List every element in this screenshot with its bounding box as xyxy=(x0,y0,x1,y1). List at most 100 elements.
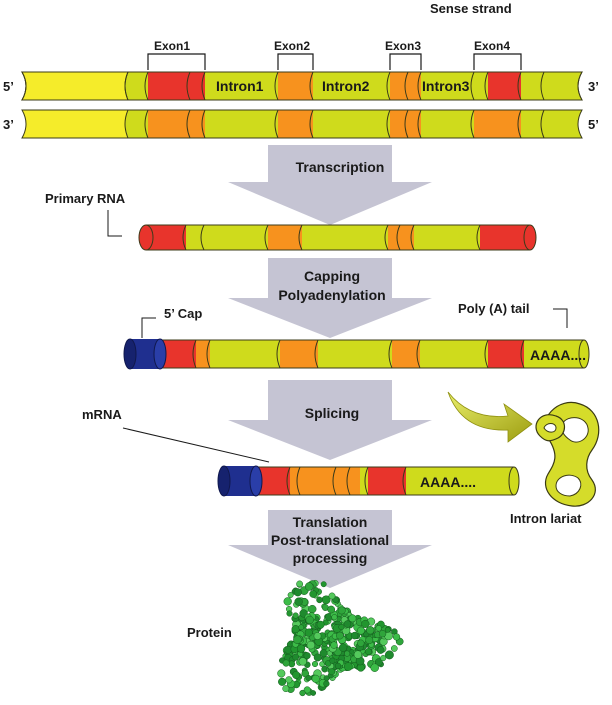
protein-bead xyxy=(329,657,336,664)
protein-bead xyxy=(305,674,312,682)
intron1-label: Intron1 xyxy=(216,78,264,94)
protein-bead xyxy=(304,628,313,637)
protein-bead xyxy=(282,659,290,667)
capped-rna-strand xyxy=(160,339,590,369)
protein-bead xyxy=(308,604,317,614)
intron3-label: Intron3 xyxy=(422,78,470,94)
transcription-label: Transcription xyxy=(296,159,385,175)
protein-bead xyxy=(327,605,336,614)
protein-bead xyxy=(304,582,314,591)
protein-bead xyxy=(343,662,353,671)
protein-bead xyxy=(357,639,365,647)
protein-bead xyxy=(375,625,382,632)
splicing-arrow xyxy=(228,380,432,460)
cap-cylinder-2 xyxy=(217,465,263,497)
protein-bead xyxy=(353,650,363,659)
protein-bead xyxy=(294,597,303,606)
poly-a-seq-1: AAAA.... xyxy=(530,347,586,363)
dna-antisense-strand xyxy=(21,109,583,139)
protein-bead xyxy=(313,653,322,662)
protein-bead xyxy=(374,658,383,667)
protein-bead xyxy=(285,676,293,684)
protein-bead xyxy=(361,619,370,628)
protein-bead xyxy=(323,680,330,687)
protein-bead xyxy=(277,669,286,678)
protein-bead xyxy=(337,606,346,615)
protein-bead xyxy=(323,675,330,682)
capping-label: Capping xyxy=(304,268,360,284)
strand2-3prime: 3’ xyxy=(3,117,14,132)
protein-bead xyxy=(328,668,336,676)
protein-bead xyxy=(286,610,293,617)
protein-bead xyxy=(338,643,348,652)
exon-brackets xyxy=(147,53,522,70)
polyadenylation-label: Polyadenylation xyxy=(278,287,385,303)
sense-strand-label: Sense strand xyxy=(430,1,512,16)
dna-sense-strand xyxy=(21,71,583,101)
protein-bead xyxy=(316,596,323,604)
protein-bead xyxy=(357,626,365,635)
lariat-arrow xyxy=(447,391,533,443)
protein-bead xyxy=(311,660,319,668)
protein-bead xyxy=(309,590,318,598)
poly-a-leader xyxy=(553,308,568,328)
intron-lariat-icon xyxy=(535,401,600,507)
protein-bead xyxy=(301,669,310,678)
protein-bead xyxy=(303,686,311,694)
protein-bead xyxy=(292,653,300,661)
primary-rna-label: Primary RNA xyxy=(45,191,126,206)
protein-globule-icon xyxy=(277,579,404,697)
protein-bead xyxy=(296,580,303,588)
protein-bead xyxy=(328,592,336,600)
protein-bead xyxy=(365,636,374,645)
capping-arrow xyxy=(228,258,432,338)
protein-bead xyxy=(313,632,322,640)
strand2-5prime: 5’ xyxy=(588,117,599,132)
primary-rna-strand xyxy=(138,224,537,251)
protein-bead xyxy=(392,633,401,641)
poly-a-seq-2: AAAA.... xyxy=(420,474,476,490)
post-translational-label: Post-translational xyxy=(271,532,389,548)
strand1-3prime: 3’ xyxy=(588,79,599,94)
protein-bead xyxy=(293,588,302,597)
protein-bead xyxy=(311,674,320,683)
protein-bead xyxy=(320,581,327,588)
protein-bead xyxy=(370,663,379,672)
protein-bead xyxy=(384,650,394,660)
protein-bead xyxy=(390,645,398,652)
protein-bead xyxy=(344,650,351,657)
protein-bead xyxy=(331,614,338,621)
protein-label: Protein xyxy=(187,625,232,640)
intron-lariat-label: Intron lariat xyxy=(510,511,582,526)
exon4-label: Exon4 xyxy=(474,39,510,53)
mature-mrna-strand xyxy=(256,466,520,496)
protein-bead xyxy=(380,655,387,662)
protein-bead xyxy=(348,614,357,623)
protein-bead xyxy=(319,649,328,658)
protein-bead xyxy=(303,652,311,660)
protein-bead xyxy=(330,641,338,649)
protein-bead xyxy=(366,626,375,635)
mrna-leader xyxy=(122,427,270,463)
protein-bead xyxy=(334,662,342,670)
protein-bead xyxy=(306,640,316,650)
intron2-label: Intron2 xyxy=(322,78,370,94)
protein-bead xyxy=(298,624,305,631)
translation-label: Translation xyxy=(293,514,368,530)
protein-bead xyxy=(278,677,287,686)
cap-cylinder-1 xyxy=(123,338,167,370)
transcription-arrow xyxy=(228,145,432,225)
protein-bead xyxy=(376,646,385,654)
protein-bead xyxy=(293,635,302,644)
protein-bead xyxy=(384,627,391,633)
protein-bead xyxy=(287,592,294,598)
mrna-label: mRNA xyxy=(82,407,122,422)
protein-bead xyxy=(343,620,352,628)
protein-bead xyxy=(305,615,314,625)
protein-bead xyxy=(292,671,301,679)
exon3-label: Exon3 xyxy=(385,39,421,53)
primary-rna-leader xyxy=(107,210,122,237)
protein-bead xyxy=(283,597,292,606)
exon1-label: Exon1 xyxy=(154,39,190,53)
